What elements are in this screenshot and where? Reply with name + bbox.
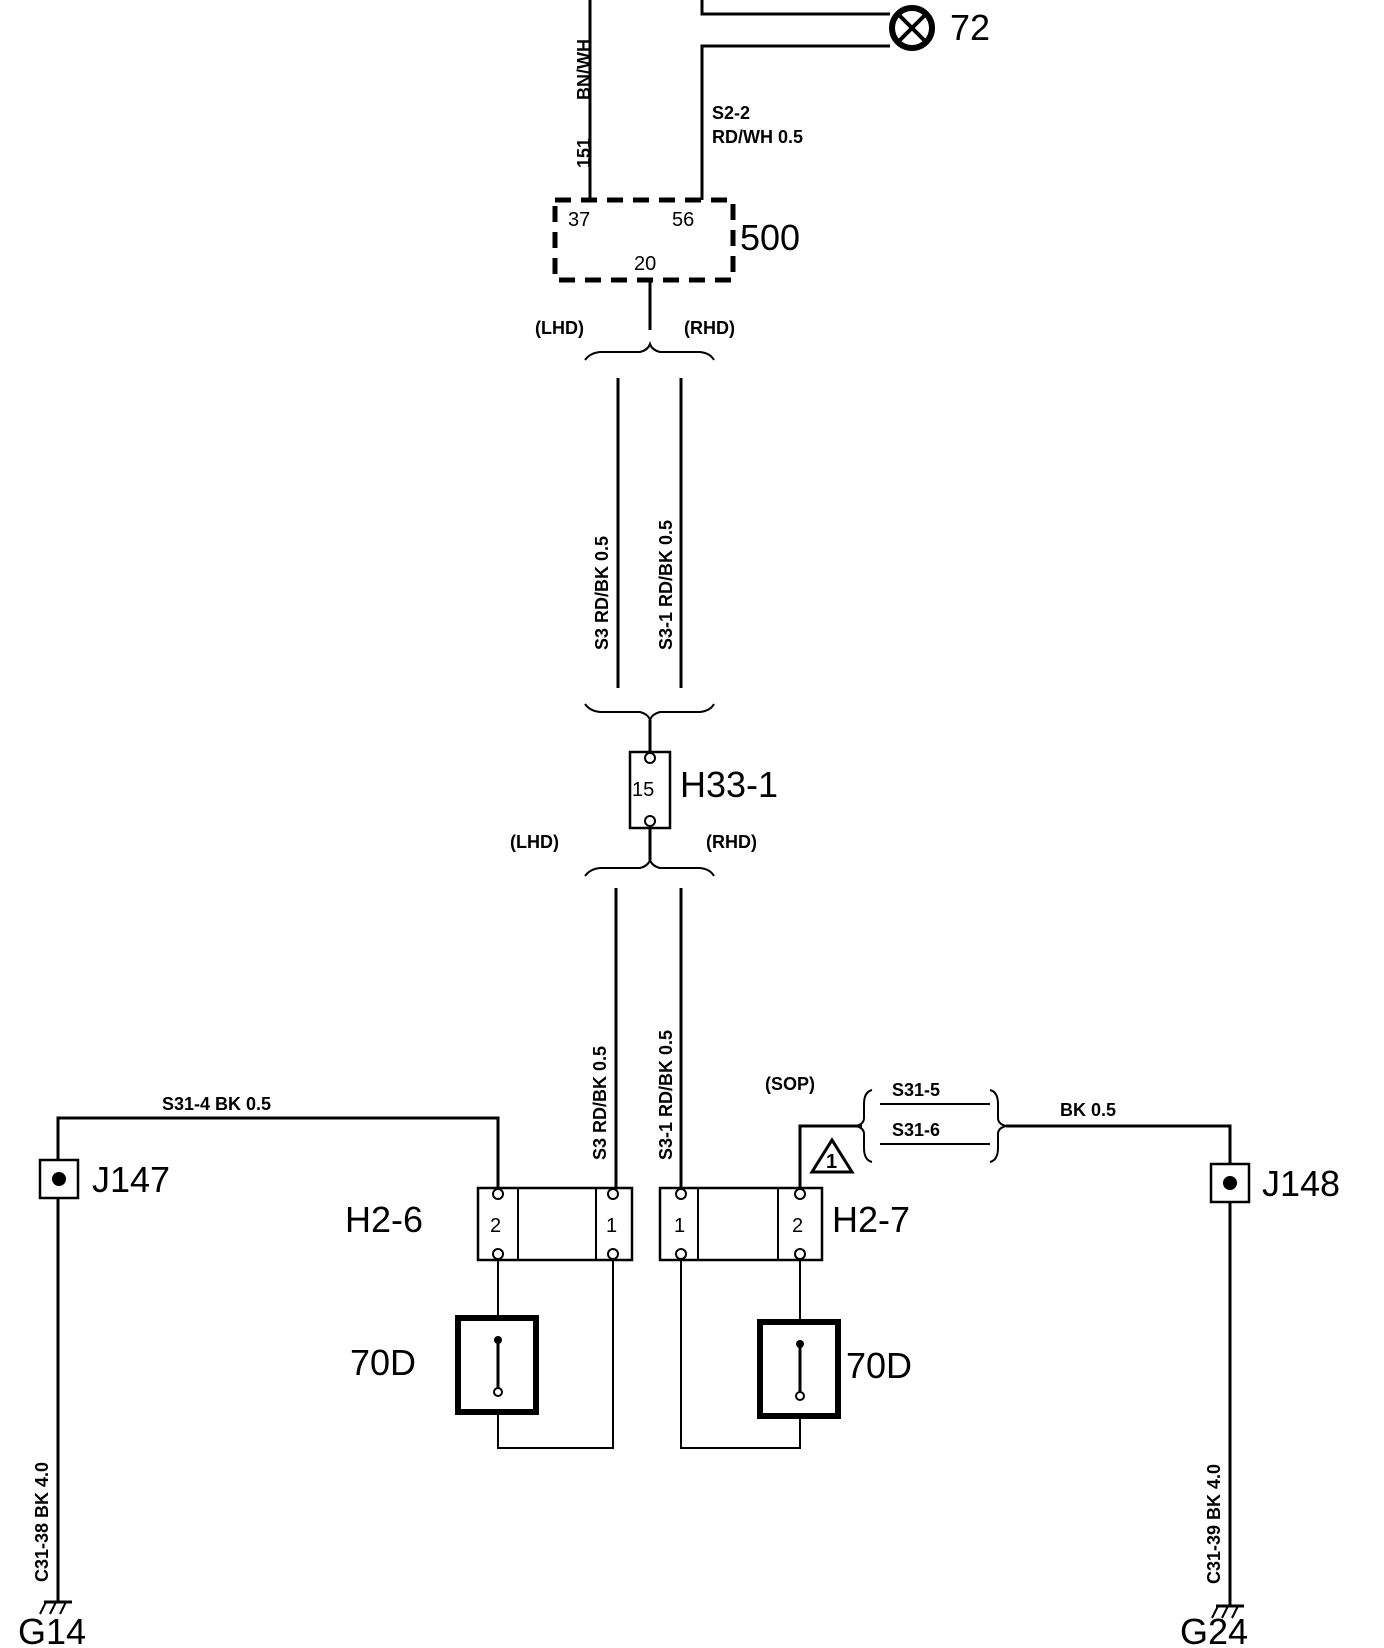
h2-7-pin1-number: 1 xyxy=(674,1215,685,1237)
h2-6-pin1-bottom xyxy=(607,1248,619,1260)
variant-rhd-lower: (RHD) xyxy=(706,832,757,852)
lamp-label: 72 xyxy=(950,7,990,48)
triangle-note-1 xyxy=(809,1137,855,1174)
h2-6-pin1-number: 1 xyxy=(606,1215,617,1237)
ground-g24-symbol xyxy=(1211,1604,1244,1619)
connector-h2-6-label: H2-6 xyxy=(345,1199,423,1240)
module-pin-56: 56 xyxy=(672,209,694,231)
wire-s31-5-6-feed xyxy=(798,1124,862,1188)
connector-h2-7-label: H2-7 xyxy=(832,1199,910,1240)
ground-g14-symbol xyxy=(39,1600,72,1615)
wire-c31-38-label: C31-38 BK 4.0 xyxy=(32,1462,52,1582)
connector-h33-label: H33-1 xyxy=(680,764,778,805)
switch-70d-left-node-top xyxy=(494,1336,502,1344)
module-label: 500 xyxy=(740,217,800,258)
h2-7-pin2-top xyxy=(794,1188,806,1200)
splice-j147-label: J147 xyxy=(92,1159,170,1200)
switch-70d-right-node-bottom xyxy=(795,1391,805,1401)
h2-6-pin2-top xyxy=(492,1188,504,1200)
wire-c31-39-label: C31-39 BK 4.0 xyxy=(1204,1464,1224,1584)
module-500 xyxy=(552,197,736,283)
ground-g14-label: G14 xyxy=(18,1611,86,1648)
brace-upper-top xyxy=(584,340,715,361)
wire-bk-right xyxy=(1006,1124,1232,1164)
wire-bk-right-label: BK 0.5 xyxy=(1060,1100,1116,1120)
splice-j148-label: J148 xyxy=(1262,1163,1340,1204)
wire-s3-lower-label: S3 RD/BK 0.5 xyxy=(590,1046,610,1160)
switch-70d-left-label: 70D xyxy=(350,1342,416,1383)
h33-pin-bottom xyxy=(644,815,656,827)
module-pin-20: 20 xyxy=(634,253,656,275)
lamp-72 xyxy=(889,5,935,51)
wire-151-color: BN/WH xyxy=(574,39,594,100)
module-pin-37: 37 xyxy=(568,209,590,231)
wire-s31-4-label: S31-4 BK 0.5 xyxy=(162,1094,271,1114)
brace-lower xyxy=(584,856,715,877)
wire-s31-4 xyxy=(56,1116,500,1190)
wire-s2-2 xyxy=(700,44,890,200)
wire-s31-5-label: S31-5 xyxy=(892,1080,940,1100)
h2-7-pin1-bottom xyxy=(675,1248,687,1260)
variant-rhd-upper: (RHD) xyxy=(684,318,735,338)
switch-70d-right-node-top xyxy=(796,1340,804,1348)
wire-s3-upper-label: S3 RD/BK 0.5 xyxy=(592,536,612,650)
connector-h2-6 xyxy=(476,1186,634,1262)
switch-70d-left-node-bottom xyxy=(493,1387,503,1397)
switch-70d-right-label: 70D xyxy=(846,1345,912,1386)
variant-sop: (SOP) xyxy=(765,1074,815,1094)
h2-7-pin2-bottom xyxy=(794,1248,806,1260)
wire-s3-1-lower-label: S3-1 RD/BK 0.5 xyxy=(656,1030,676,1160)
wire-s31-6-label: S31-6 xyxy=(892,1120,940,1140)
lamp-feed-wire xyxy=(700,0,890,16)
variant-lhd-lower: (LHD) xyxy=(510,832,559,852)
brace-sop-left xyxy=(855,1089,873,1163)
brace-upper-bottom xyxy=(584,703,715,724)
ground-g24-label: G24 xyxy=(1180,1611,1248,1648)
h2-6-pin2-bottom xyxy=(492,1248,504,1260)
wire-s2-2-spec: RD/WH 0.5 xyxy=(712,127,803,147)
wire-s3-1-upper-label: S3-1 RD/BK 0.5 xyxy=(656,520,676,650)
splice-j147-dot xyxy=(52,1172,66,1186)
brace-sop-right xyxy=(989,1089,1007,1163)
h2-6-pin1-top xyxy=(607,1188,619,1200)
h2-6-pin2-number: 2 xyxy=(490,1215,501,1237)
h2-7-pin1-top xyxy=(675,1188,687,1200)
h2-7-pin2-number: 2 xyxy=(792,1215,803,1237)
connector-h2-7 xyxy=(658,1186,824,1262)
h33-pin-top xyxy=(644,752,656,764)
variant-lhd-upper: (LHD) xyxy=(535,318,584,338)
h33-pin-number: 15 xyxy=(632,779,654,801)
wire-151-id: 151 xyxy=(574,138,594,168)
triangle-note-number: 1 xyxy=(826,1151,837,1173)
splice-j148-dot xyxy=(1223,1176,1237,1190)
wire-s2-2-label: S2-2 xyxy=(712,103,750,123)
